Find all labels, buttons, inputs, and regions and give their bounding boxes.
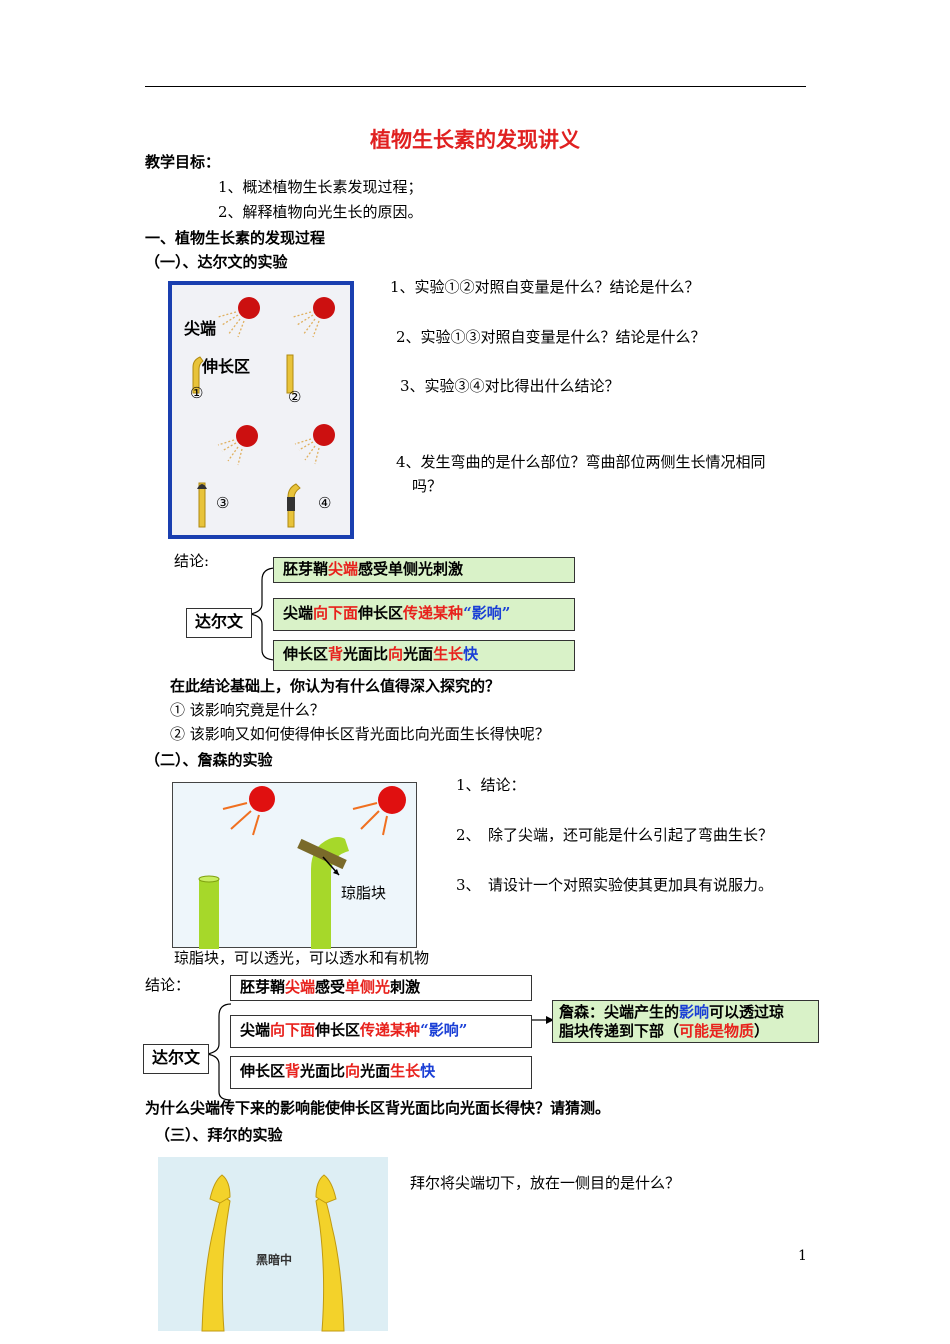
bayer-tip-right bbox=[315, 1174, 337, 1204]
fig-label-n2: ② bbox=[288, 388, 302, 406]
arrow-icon bbox=[532, 1016, 554, 1024]
opaque-sleeve bbox=[287, 497, 295, 511]
jensen-conclusion-label: 结论： bbox=[145, 976, 191, 994]
bayer-figure-drawing bbox=[201, 1174, 345, 1332]
bayer-question: 拜尔将尖端切下，放在一侧目的是什么？ bbox=[410, 1174, 681, 1192]
further-item: ① 该影响究竟是什么？ bbox=[170, 701, 325, 719]
jensen-label: 达尔文 bbox=[143, 1044, 209, 1074]
bayer-figure: 黑暗中 bbox=[158, 1157, 388, 1332]
darwin-figure-drawing bbox=[192, 297, 335, 528]
jensen-box-2: 尖端向下面伸长区传递某种“影响” bbox=[230, 1015, 532, 1048]
agar-block bbox=[297, 838, 347, 870]
bayer-tip-left bbox=[209, 1174, 231, 1204]
coleoptile-1 bbox=[192, 356, 204, 394]
darwin-label: 达尔文 bbox=[186, 608, 252, 638]
jensen-stem-2 bbox=[311, 837, 349, 949]
further-question: 在此结论基础上，你认为有什么值得深入探究的？ bbox=[170, 677, 501, 695]
agar-label: 琼脂块 bbox=[341, 884, 387, 902]
darwin-box-2: 尖端向下面伸长区传递某种“影响” bbox=[273, 598, 575, 631]
goals-heading: 教学目标： bbox=[145, 153, 221, 171]
jensen-heading: （二）、詹森的实验 bbox=[145, 751, 273, 769]
coleoptile-2 bbox=[286, 354, 294, 394]
jensen-question: 1、结论： bbox=[456, 776, 526, 794]
sun-icon bbox=[217, 297, 260, 338]
bayer-stem-left bbox=[201, 1194, 231, 1332]
darwin-box-3: 伸长区背光面比向光面生长快 bbox=[273, 640, 575, 671]
sun-icon bbox=[292, 297, 335, 338]
sun-icon bbox=[217, 425, 258, 466]
top-rule bbox=[145, 86, 806, 87]
darwin-question: 3、实验③④对比得出什么结论？ bbox=[400, 377, 620, 395]
goal-item: 1、概述植物生长素发现过程； bbox=[218, 178, 423, 196]
fig-label-tip: 尖端 bbox=[184, 319, 217, 338]
jensen-figure: 琼脂块 bbox=[172, 782, 417, 949]
jensen-side-box: 詹森：尖端产生的影响可以透过琼脂块传递到下部（可能是物质） bbox=[552, 1000, 819, 1043]
opaque-cap bbox=[197, 484, 207, 489]
sun-icon bbox=[352, 786, 406, 836]
darwin-figure: 尖端 伸长区 ① ② ③ ④ bbox=[168, 281, 354, 539]
guess-question: 为什么尖端传下来的影响能使伸长区背光面比向光面长得快？请猜测。 bbox=[145, 1099, 611, 1117]
fig-label-n1: ① bbox=[190, 384, 204, 402]
jensen-box-1: 胚芽鞘尖端感受单侧光刺激 bbox=[230, 975, 532, 1001]
darwin-box-1: 胚芽鞘尖端感受单侧光刺激 bbox=[273, 557, 575, 583]
sun-icon bbox=[294, 424, 335, 465]
section-heading: 一、植物生长素的发现过程 bbox=[145, 229, 326, 247]
further-item: ② 该影响又如何使得伸长区背光面比向光面生长得快呢？ bbox=[170, 725, 550, 743]
darwin-question: 4、发生弯曲的是什么部位？弯曲部位两侧生长情况相同 bbox=[396, 453, 766, 471]
darwin-question: 1、实验①②对照自变量是什么？结论是什么？ bbox=[390, 278, 700, 296]
jensen-stem-1 bbox=[199, 879, 219, 949]
darwin-question: 2、实验①③对照自变量是什么？结论是什么？ bbox=[396, 328, 706, 346]
fig-label-n3: ③ bbox=[216, 494, 230, 512]
fig-label-zone: 伸长区 bbox=[202, 357, 251, 376]
jensen-caption: 琼脂块，可以透光，可以透水和有机物 bbox=[174, 949, 430, 967]
bayer-heading: （三）、拜尔的实验 bbox=[155, 1126, 283, 1144]
fig-label-n4: ④ bbox=[318, 494, 332, 512]
bayer-stem-right bbox=[315, 1194, 345, 1332]
sun-icon bbox=[222, 786, 275, 836]
coleoptile-3 bbox=[198, 482, 206, 528]
jensen-box-3: 伸长区背光面比向光面生长快 bbox=[230, 1056, 532, 1089]
jensen-figure-drawing bbox=[198, 786, 406, 949]
jensen-question: 3、 请设计一个对照实验使其更加具有说服力。 bbox=[456, 876, 774, 894]
page-title: 植物生长素的发现讲义 bbox=[370, 127, 580, 152]
darwin-conclusion-label: 结论: bbox=[174, 552, 210, 570]
darwin-question: 吗？ bbox=[412, 477, 443, 495]
page-number: 1 bbox=[798, 1248, 807, 1264]
dark-label: 黑暗中 bbox=[256, 1253, 293, 1267]
jensen-question: 2、 除了尖端，还可能是什么引起了弯曲生长？ bbox=[456, 826, 774, 844]
darwin-heading: （一）、达尔文的实验 bbox=[145, 253, 288, 271]
goal-item: 2、解释植物向光生长的原因。 bbox=[218, 203, 423, 221]
